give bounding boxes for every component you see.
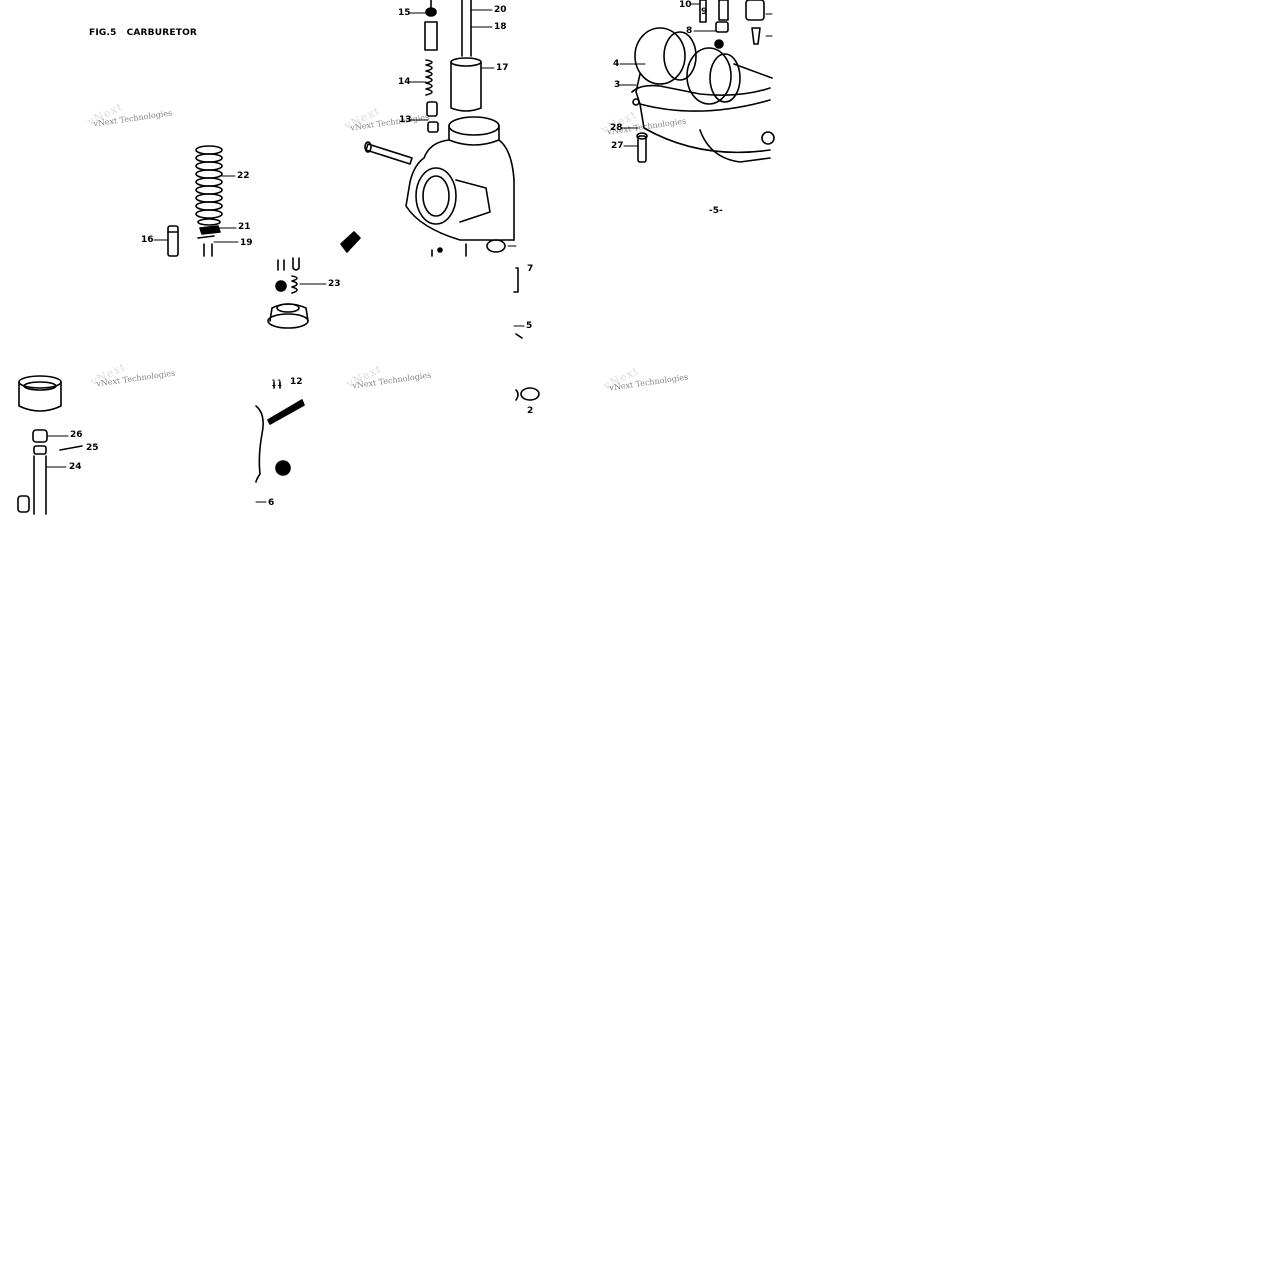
cable-adjuster: [168, 226, 178, 256]
callout-21: 21: [238, 222, 251, 232]
top-cap: [19, 376, 61, 411]
callout-5: 5: [526, 321, 533, 331]
callout-8: 8: [686, 26, 693, 36]
carburetor-body: [406, 117, 514, 256]
figure-name: CARBURETOR: [126, 28, 198, 38]
callout-13: 13: [399, 115, 412, 125]
callout-26: 26: [70, 430, 83, 440]
o-ring: [487, 240, 505, 252]
throttle-slide-assembly: [425, 0, 481, 132]
washer: [341, 232, 360, 252]
callout-25: 25: [86, 443, 99, 453]
spring-seat: [200, 226, 220, 234]
pilot-screw-set: [268, 258, 308, 328]
callout-10: 10: [679, 0, 692, 10]
figure-number: FIG.5: [89, 28, 117, 38]
callout-18: 18: [494, 22, 507, 32]
callout-20: 20: [494, 5, 507, 15]
idle-screw-assembly: [256, 382, 304, 482]
callout-2: 2: [527, 406, 534, 416]
figure-title: FIG.5 CARBURETOR: [89, 28, 197, 38]
callout-12: 12: [290, 377, 303, 387]
callout-19: 19: [240, 238, 253, 248]
callout-22: 22: [237, 171, 250, 181]
callout-3: 3: [614, 80, 621, 90]
callout-24: 24: [69, 462, 82, 472]
callout-28: 28: [610, 123, 623, 133]
callout-4: 4: [613, 59, 620, 69]
callout-23: 23: [328, 279, 341, 289]
long-screw: [365, 142, 412, 164]
callout-11: 11: [271, 379, 283, 389]
needle-jet-assembly: [18, 430, 82, 514]
e-clip: [198, 236, 214, 238]
callout-7: 7: [527, 264, 534, 274]
callout-17: 17: [496, 63, 509, 73]
callout-27: 27: [611, 141, 624, 151]
callout-6: 6: [268, 498, 275, 508]
jet-parts: [514, 268, 539, 400]
callout-9: 9: [701, 7, 708, 17]
callout-16: 16: [141, 235, 154, 245]
callout-15: 15: [398, 8, 411, 18]
float-chamber-assembly: [632, 0, 774, 162]
leader-lines: [46, 4, 772, 502]
callout-14: 14: [398, 77, 411, 87]
throttle-spring: [196, 146, 222, 225]
page-number: -5-: [709, 206, 723, 216]
